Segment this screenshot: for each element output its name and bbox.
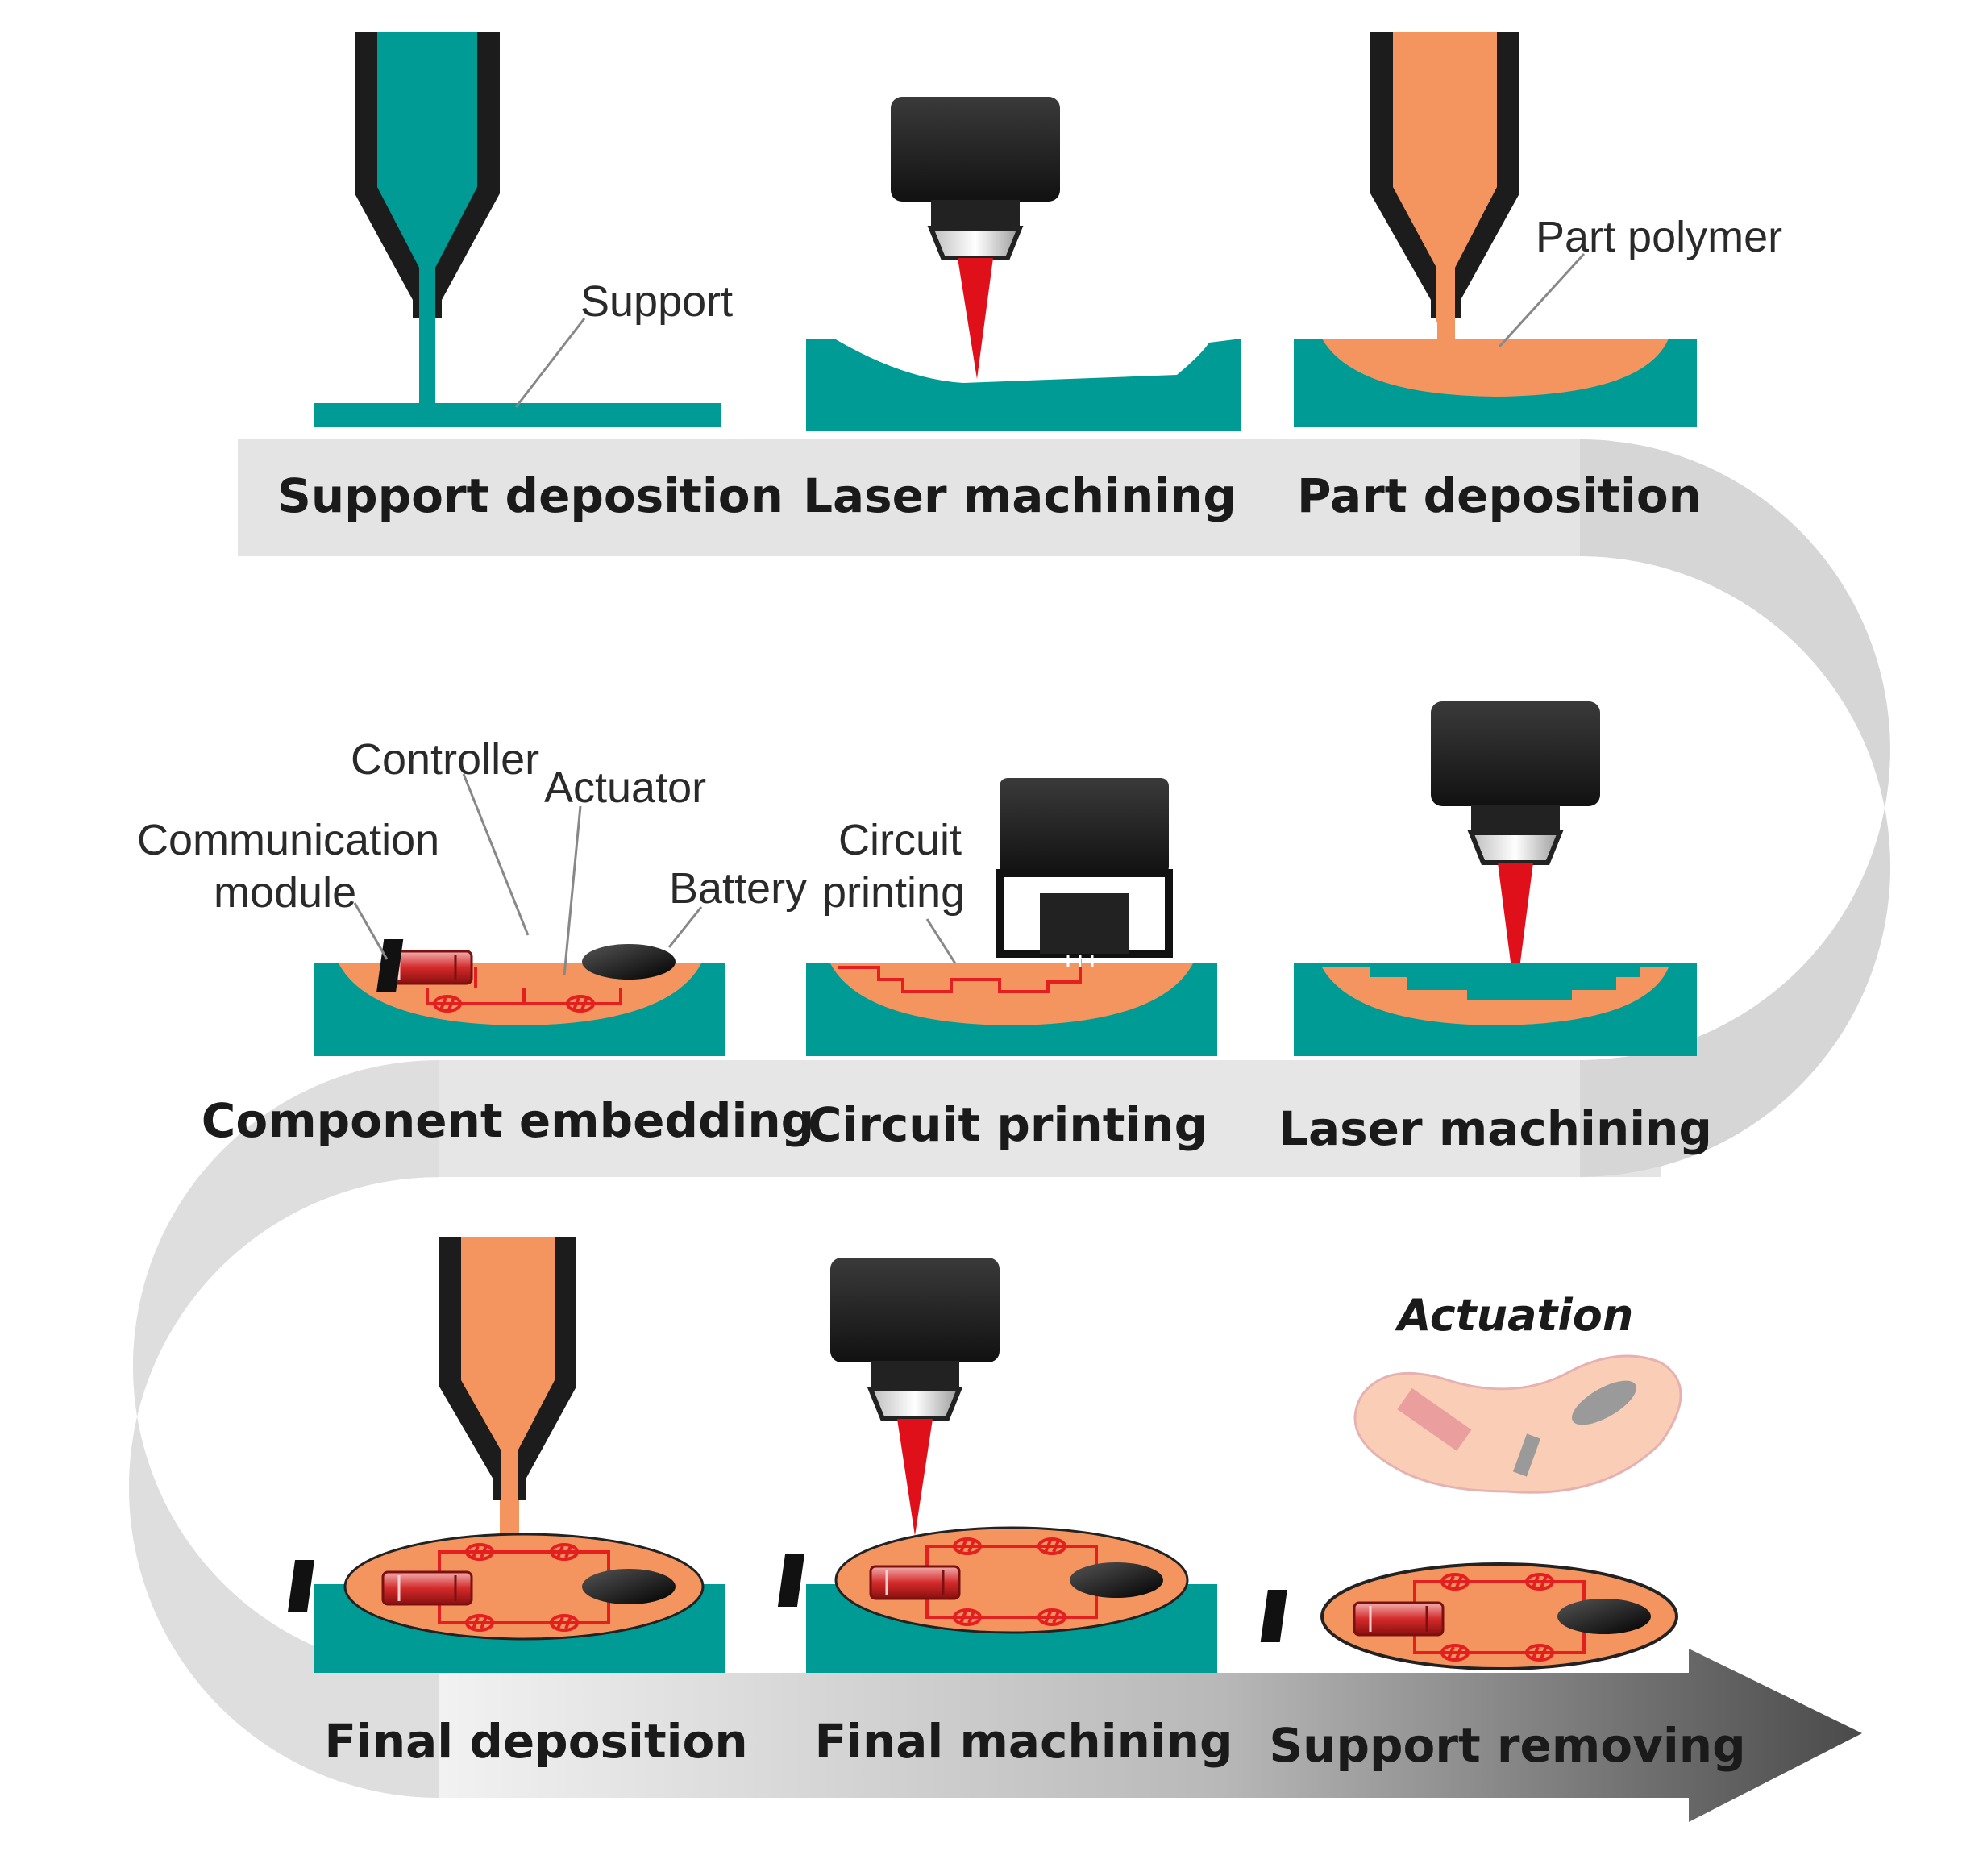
callout-actuation: Actuation xyxy=(1395,1290,1634,1341)
laser-beam xyxy=(1498,863,1533,1000)
printer-head-icon xyxy=(1000,778,1169,875)
step-final-machining xyxy=(777,1258,1217,1673)
callout-communication-line1: Communication xyxy=(137,816,439,864)
label-support-removing: Support removing xyxy=(1269,1718,1745,1773)
callout-battery: Battery xyxy=(669,864,807,913)
process-path xyxy=(129,439,1890,1822)
step-final-deposition xyxy=(287,1237,725,1673)
label-laser-machining-1: Laser machining xyxy=(803,468,1237,523)
laser-head-icon xyxy=(1431,701,1600,863)
battery-icon xyxy=(582,944,676,980)
laser-head-icon xyxy=(830,1258,1000,1419)
laser-beam xyxy=(897,1419,933,1536)
callout-part-polymer: Part polymer xyxy=(1536,213,1782,261)
printed-circuit-trace xyxy=(838,959,1082,993)
part-polymer-layer xyxy=(1322,339,1669,397)
label-circuit-printing: Circuit printing xyxy=(808,1097,1208,1152)
step-support-deposition: Support xyxy=(314,32,733,427)
actuated-device xyxy=(1353,1354,1682,1494)
label-part-deposition: Part deposition xyxy=(1297,468,1702,523)
callout-communication-line2: module xyxy=(214,868,356,917)
progress-arrow xyxy=(439,1649,1862,1822)
support-layer xyxy=(314,403,721,427)
callout-controller: Controller xyxy=(351,735,539,784)
callout-circuit-line2: printing xyxy=(822,868,965,917)
machined-part xyxy=(1322,967,1669,1025)
step-component-embedding: Controller Actuator Communication module… xyxy=(137,735,807,1056)
laser-beam xyxy=(958,258,993,379)
step-part-deposition: Part polymer xyxy=(1294,32,1782,427)
step-circuit-printing: Circuit printing xyxy=(806,778,1217,1056)
laser-head-icon xyxy=(891,97,1060,258)
step-support-removing: Actuation xyxy=(1260,1290,1682,1670)
callout-circuit-line1: Circuit xyxy=(838,816,962,864)
step-laser-machining-1 xyxy=(806,97,1241,431)
label-final-machining: Final machining xyxy=(814,1714,1233,1769)
machined-support xyxy=(806,339,1241,431)
label-laser-machining-2: Laser machining xyxy=(1278,1101,1712,1156)
label-support-deposition: Support deposition xyxy=(277,468,784,523)
callout-actuator: Actuator xyxy=(544,763,706,812)
callout-support: Support xyxy=(580,277,733,326)
label-final-deposition: Final deposition xyxy=(324,1714,747,1769)
step-laser-machining-2 xyxy=(1294,701,1697,1056)
label-component-embedding: Component embedding xyxy=(202,1093,814,1148)
finished-device xyxy=(1320,1562,1678,1670)
